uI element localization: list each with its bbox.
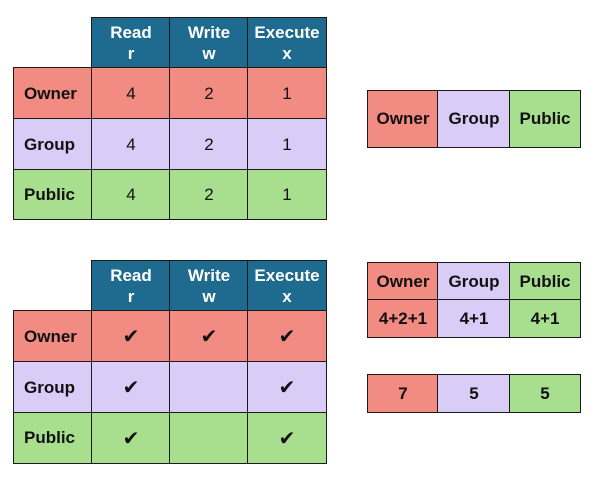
legend-owner: Owner (367, 90, 439, 148)
write-header: Write w (169, 17, 249, 69)
owner-execute-value: 1 (247, 67, 327, 120)
result-group: 5 (437, 374, 511, 413)
group-write-value: 2 (169, 118, 249, 171)
public-write-value: 2 (169, 169, 249, 220)
write-header-letter: w (202, 287, 216, 306)
sum-group-expression: 4+1 (437, 299, 511, 338)
write-header-name: Write (187, 266, 231, 285)
legend-group: Group (437, 90, 511, 148)
public-read-value: 4 (91, 169, 171, 220)
owner-execute-check: ✔ (247, 310, 327, 363)
sum-public-expression: 4+1 (509, 299, 581, 338)
read-header: Read r (91, 260, 171, 312)
group-read-check: ✔ (91, 361, 171, 414)
execute-header-name: Execute (254, 23, 320, 42)
owner-write-value: 2 (169, 67, 249, 120)
group-row-label: Group (13, 361, 93, 414)
read-header-name: Read (110, 266, 152, 285)
execute-header-letter: x (282, 287, 292, 306)
group-execute-check: ✔ (247, 361, 327, 414)
write-header: Write w (169, 260, 249, 312)
public-read-check: ✔ (91, 412, 171, 464)
owner-row-label: Owner (13, 67, 93, 120)
write-header-letter: w (202, 44, 216, 63)
legend-public: Public (509, 90, 581, 148)
execute-header-letter: x (282, 44, 292, 63)
read-header-letter: r (127, 44, 135, 63)
group-row-label: Group (13, 118, 93, 171)
execute-header-name: Execute (254, 266, 320, 285)
owner-read-check: ✔ (91, 310, 171, 363)
sum-owner-expression: 4+2+1 (367, 299, 439, 338)
sum-group-header: Group (437, 262, 511, 301)
result-owner: 7 (367, 374, 439, 413)
execute-header: Execute x (247, 260, 327, 312)
public-execute-check: ✔ (247, 412, 327, 464)
public-write-check (169, 412, 249, 464)
read-header-letter: r (127, 287, 135, 306)
write-header-name: Write (187, 23, 231, 42)
read-header: Read r (91, 17, 171, 69)
public-row-label: Public (13, 169, 93, 220)
sum-public-header: Public (509, 262, 581, 301)
result-public: 5 (509, 374, 581, 413)
sum-owner-header: Owner (367, 262, 439, 301)
public-execute-value: 1 (247, 169, 327, 220)
group-write-check (169, 361, 249, 414)
owner-write-check: ✔ (169, 310, 249, 363)
owner-read-value: 4 (91, 67, 171, 120)
read-header-name: Read (110, 23, 152, 42)
group-execute-value: 1 (247, 118, 327, 171)
public-row-label: Public (13, 412, 93, 464)
owner-row-label: Owner (13, 310, 93, 363)
group-read-value: 4 (91, 118, 171, 171)
execute-header: Execute x (247, 17, 327, 69)
